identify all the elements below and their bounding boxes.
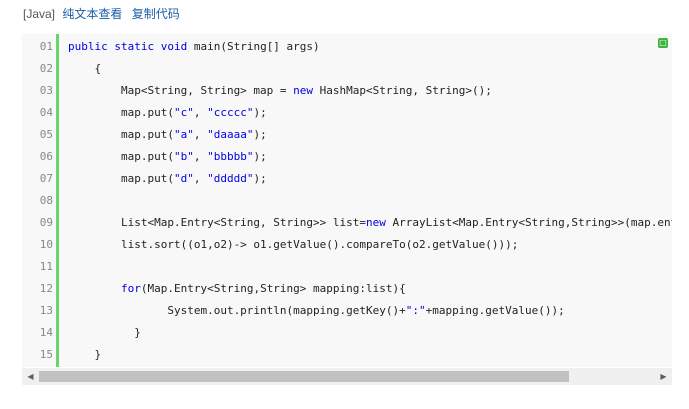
code-text: map.put(	[68, 172, 174, 185]
code-text: ,	[193, 150, 208, 163]
code-text: +mapping.getValue());	[425, 304, 565, 317]
code-text: map.put(	[68, 128, 174, 141]
code-line: public static void main(String[] args)	[68, 36, 672, 58]
code-string: "ddddd"	[207, 172, 254, 185]
code-text: );	[253, 172, 267, 185]
code-text	[68, 282, 121, 295]
code-line	[68, 190, 672, 212]
code-string: "bbbbb"	[207, 150, 254, 163]
line-number: 13	[39, 304, 53, 317]
code-line	[68, 256, 672, 278]
line-number: 08	[39, 194, 53, 207]
code-text: map.put(	[68, 150, 174, 163]
code-line: }	[68, 344, 672, 366]
plain-text-link[interactable]: 纯文本查看	[62, 7, 123, 21]
code-text: );	[253, 106, 267, 119]
code-string: "d"	[173, 172, 194, 185]
code-string: "b"	[173, 150, 194, 163]
code-content[interactable]: public static void main(String[] args) {…	[68, 36, 672, 366]
copy-code-link[interactable]: 复制代码	[131, 7, 180, 21]
code-line: map.put("d", "ddddd");	[68, 168, 672, 190]
line-number: 02	[39, 62, 53, 75]
code-text: ,	[193, 106, 208, 119]
code-text: List<Map.Entry<String, String>> list=	[68, 216, 367, 229]
line-number: 09	[39, 216, 53, 229]
code-keyword: public static void	[68, 40, 188, 53]
code-toolbar: [Java] 纯文本查看 复制代码	[23, 6, 180, 22]
code-string: ":"	[405, 304, 426, 317]
code-keyword: new	[366, 216, 386, 229]
code-keyword: for	[120, 282, 141, 295]
code-line: List<Map.Entry<String, String>> list=new…	[68, 212, 672, 234]
language-label: [Java]	[23, 7, 56, 21]
code-text: HashMap<String, String>();	[313, 84, 492, 97]
code-line: map.put("c", "ccccc");	[68, 102, 672, 124]
line-number: 15	[39, 348, 53, 361]
code-line: }	[68, 322, 672, 344]
code-keyword: new	[293, 84, 314, 97]
code-line: Map<String, String> map = new HashMap<St…	[68, 80, 672, 102]
scrollbar-thumb[interactable]	[39, 371, 569, 382]
line-number: 03	[39, 84, 53, 97]
scroll-right-icon[interactable]: ▶	[660, 372, 667, 381]
code-text: map.put(	[68, 106, 174, 119]
code-block: 01 02 03 04 05 06 07 08 09 10 11 12 13 14 15 public st…	[22, 34, 672, 367]
code-line: list.sort((o1,o2)-> o1.getValue().compar…	[68, 234, 672, 256]
line-number: 07	[39, 172, 53, 185]
line-number: 12	[39, 282, 53, 295]
code-text: list.sort((o1,o2)-> o1.getValue().compar…	[68, 238, 519, 251]
code-line: for(Map.Entry<String,String> mapping:lis…	[68, 278, 672, 300]
code-string: "a"	[173, 128, 194, 141]
line-number: 14	[39, 326, 53, 339]
gutter-divider	[56, 34, 59, 367]
code-text: );	[253, 128, 267, 141]
line-number: 04	[39, 106, 53, 119]
code-line: map.put("a", "daaaa");	[68, 124, 672, 146]
code-string: "daaaa"	[207, 128, 254, 141]
code-text: ArrayList<Map.Entry<String,String>>(map.…	[392, 216, 673, 229]
code-line: {	[68, 58, 672, 80]
line-number: 10	[39, 238, 53, 251]
code-string: "c"	[173, 106, 194, 119]
code-text: }	[68, 348, 102, 361]
code-text: ,	[193, 172, 208, 185]
horizontal-scrollbar[interactable]: ◀ ▶	[22, 368, 672, 385]
code-text: Map<String, String> map =	[68, 84, 294, 97]
code-text: System.out.println(mapping.getKey()+	[68, 304, 406, 317]
code-text: ,	[193, 128, 208, 141]
code-line: System.out.println(mapping.getKey()+":"+…	[68, 300, 672, 322]
scroll-left-icon[interactable]: ◀	[27, 372, 34, 381]
code-text: }	[68, 326, 141, 339]
line-number: 05	[39, 128, 53, 141]
code-text: (Map.Entry<String,String> mapping:list){	[140, 282, 406, 295]
code-text: );	[253, 150, 267, 163]
line-number-gutter: 01 02 03 04 05 06 07 08 09 10 11 12 13 14 15	[22, 36, 56, 366]
code-text: main(String[] args)	[187, 40, 320, 53]
line-number: 06	[39, 150, 53, 163]
code-line: map.put("b", "bbbbb");	[68, 146, 672, 168]
code-text: {	[68, 62, 102, 75]
copy-icon[interactable]: □	[658, 38, 668, 48]
line-number: 01	[39, 40, 53, 53]
line-number: 11	[39, 260, 53, 273]
code-string: "ccccc"	[207, 106, 254, 119]
